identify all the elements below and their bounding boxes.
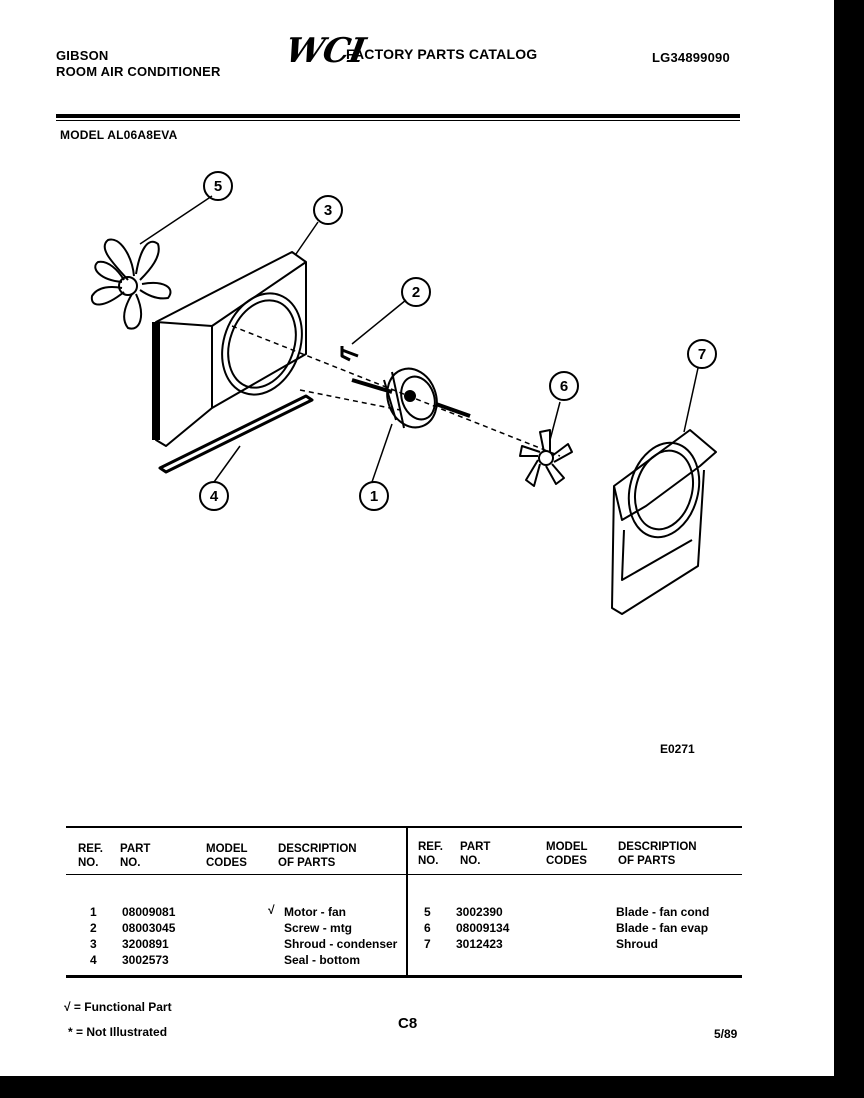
- col-header-ref-no-right: REF. NO.: [418, 841, 443, 867]
- row-description: Motor - fan: [284, 905, 346, 919]
- condenser-shroud-drawing: [152, 251, 307, 447]
- callout-circle-2: [401, 277, 431, 307]
- catalog-number: LG34899090: [652, 50, 730, 65]
- row-description: Blade - fan evap: [616, 921, 709, 935]
- product-name: ROOM AIR CONDITIONER: [56, 64, 221, 79]
- figure-code: E0271: [660, 742, 695, 756]
- header-rule: [56, 114, 740, 118]
- row-part-no: 08009081: [122, 905, 176, 919]
- row-part-no: 3002390: [456, 905, 503, 919]
- condenser-fan-blade-drawing: [90, 238, 172, 330]
- row-ref: 6: [424, 921, 431, 935]
- row-ref: 4: [90, 953, 97, 967]
- col-header-part-no: PART NO.: [120, 843, 151, 869]
- not-illustrated-legend: * = Not Illustrated: [68, 1025, 168, 1039]
- catalog-title: FACTORY PARTS CATALOG: [346, 46, 538, 62]
- row-ref: 3: [90, 937, 97, 951]
- callout-circle-4: [199, 481, 229, 511]
- row-ref: 5: [424, 905, 431, 919]
- exploded-parts-diagram: 5 3 2 4 1 6 7: [90, 171, 717, 615]
- page-code: C8: [398, 1015, 418, 1032]
- callout-circle-7: [687, 339, 717, 369]
- callout-circle-5: [203, 171, 233, 201]
- date-code: 5/89: [714, 1027, 738, 1041]
- row-description: Screw - mtg: [284, 921, 353, 935]
- header-rule-thin: [56, 120, 740, 121]
- row-description: Seal - bottom: [284, 953, 361, 967]
- row-description: Blade - fan cond: [616, 905, 710, 919]
- col-header-description: DESCRIPTION OF PARTS: [278, 843, 357, 869]
- mounting-screw-drawing: [340, 346, 359, 362]
- col-header-ref-no: REF. NO.: [78, 843, 103, 869]
- functional-part-legend: √ = Functional Part: [64, 1000, 172, 1014]
- callout-circle-1: [359, 481, 389, 511]
- row-part-no: 3002573: [122, 953, 169, 967]
- page-border-bottom: [0, 1076, 864, 1098]
- callout-6: 6: [560, 378, 568, 395]
- brand-name: GIBSON: [56, 48, 109, 63]
- row-ref: 2: [90, 921, 97, 935]
- callout-circle-3: [313, 195, 343, 225]
- callout-1: 1: [370, 488, 378, 505]
- model-label: MODEL AL06A8EVA: [60, 128, 178, 142]
- callout-circle-6: [549, 371, 579, 401]
- callout-5: 5: [214, 178, 222, 195]
- callout-7: 7: [698, 346, 706, 363]
- col-header-part-no-right: PART NO.: [460, 841, 491, 867]
- row-description: Shroud - condenser: [284, 937, 398, 951]
- table-rule-top: [66, 826, 742, 828]
- row-ref: 7: [424, 937, 431, 951]
- col-header-description-right: DESCRIPTION OF PARTS: [618, 841, 697, 867]
- evaporator-fan-blade-drawing: [519, 429, 573, 487]
- fan-motor-drawing: [351, 367, 471, 429]
- callout-3: 3: [324, 202, 332, 219]
- row-ref: 1: [90, 905, 97, 919]
- row-part-no: 3200891: [122, 937, 169, 951]
- evaporator-shroud-drawing: [611, 429, 717, 615]
- row-part-no: 08009134: [456, 921, 510, 935]
- bottom-seal-drawing: [158, 394, 314, 474]
- callout-4: 4: [210, 488, 219, 505]
- col-header-model-codes: MODEL CODES: [206, 843, 248, 869]
- col-header-model-codes-right: MODEL CODES: [546, 841, 588, 867]
- row-description: Shroud: [616, 937, 658, 951]
- table-divider: [406, 828, 408, 976]
- table-rule-header: [66, 874, 742, 875]
- row-part-no: 3012423: [456, 937, 503, 951]
- callout-2: 2: [412, 284, 420, 301]
- row-part-no: 08003045: [122, 921, 176, 935]
- functional-part-mark: √: [268, 903, 275, 917]
- page-border-right: [834, 0, 864, 1082]
- table-rule-bottom: [66, 975, 742, 978]
